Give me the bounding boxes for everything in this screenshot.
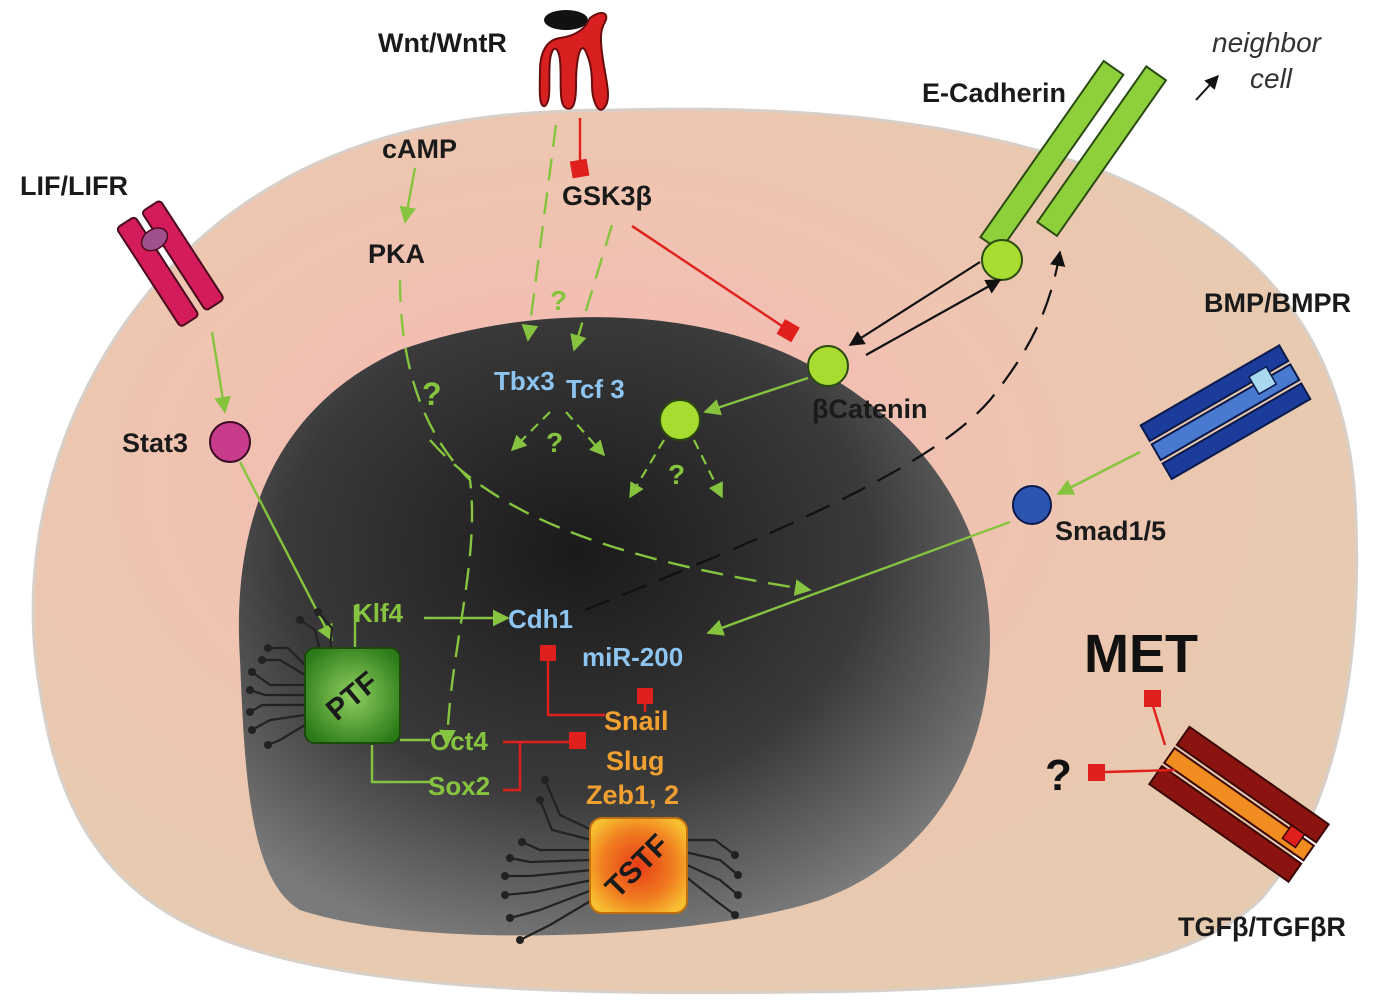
klf4-label: Klf4: [354, 598, 404, 628]
stat3-node: [209, 421, 251, 463]
question-mark-wnt: ?: [550, 285, 567, 316]
mir200-label: miR-200: [582, 642, 683, 672]
lif-receptor-icon: [116, 200, 224, 327]
ecadherin-icon: [978, 59, 1168, 253]
sox2-label: Sox2: [428, 771, 490, 801]
gsk3b-label: GSK3β: [562, 181, 652, 211]
wnt-receptor-icon: [538, 10, 609, 111]
oct4-label: Oct4: [430, 726, 488, 756]
ptf-links: [353, 605, 430, 784]
neighbor-cell-label-line1: neighbor: [1212, 27, 1323, 58]
bmp-label: BMP/BMPR: [1204, 288, 1351, 318]
question-mark-bcatenin: ?: [668, 459, 685, 490]
cdh1-ecadherin-link: [584, 250, 1066, 612]
nuclear-bcatenin-node: [659, 399, 701, 441]
bmp-receptor-icon: [1139, 343, 1312, 481]
tgfb-receptor-icon: [1147, 725, 1331, 884]
tbx3-label: Tbx3: [494, 366, 555, 396]
inhibition-lines: [503, 118, 1176, 792]
neighbor-cell-label-line2: cell: [1250, 63, 1293, 94]
pka-label: PKA: [368, 239, 425, 269]
ptf-chip-icon: [246, 608, 401, 749]
ecadherin-bcatenin-node: [981, 239, 1023, 281]
slug-label: Slug: [606, 746, 665, 776]
snail-label: Snail: [604, 706, 669, 736]
question-mark-tgfb: ?: [1045, 751, 1072, 800]
wnt-label: Wnt/WntR: [378, 28, 507, 58]
zeb-label: Zeb1, 2: [586, 780, 679, 810]
stat3-label: Stat3: [122, 428, 188, 458]
bcatenin-exchange-arrows: [848, 261, 1002, 356]
ecadherin-label: E-Cadherin: [922, 78, 1066, 108]
inhibition-ends: [540, 158, 1161, 781]
bcatenin-node: [807, 345, 849, 387]
bcatenin-label: βCatenin: [812, 394, 928, 424]
smad-node: [1012, 485, 1052, 525]
question-mark-tbx3: ?: [546, 427, 563, 458]
cdh1-label: Cdh1: [508, 604, 573, 634]
tcf3-label: Tcf 3: [566, 374, 625, 404]
met-label: MET: [1084, 624, 1198, 684]
question-arrows: [510, 411, 723, 499]
indirect-activation-arrows: [398, 124, 812, 747]
tstf-chip-icon: [501, 776, 742, 944]
tgfb-label: TGFβ/TGFβR: [1178, 912, 1346, 942]
camp-label: cAMP: [382, 134, 457, 164]
smad-label: Smad1/5: [1055, 516, 1166, 546]
question-mark-pka: ?: [422, 376, 442, 412]
lif-label: LIF/LIFR: [20, 171, 128, 201]
